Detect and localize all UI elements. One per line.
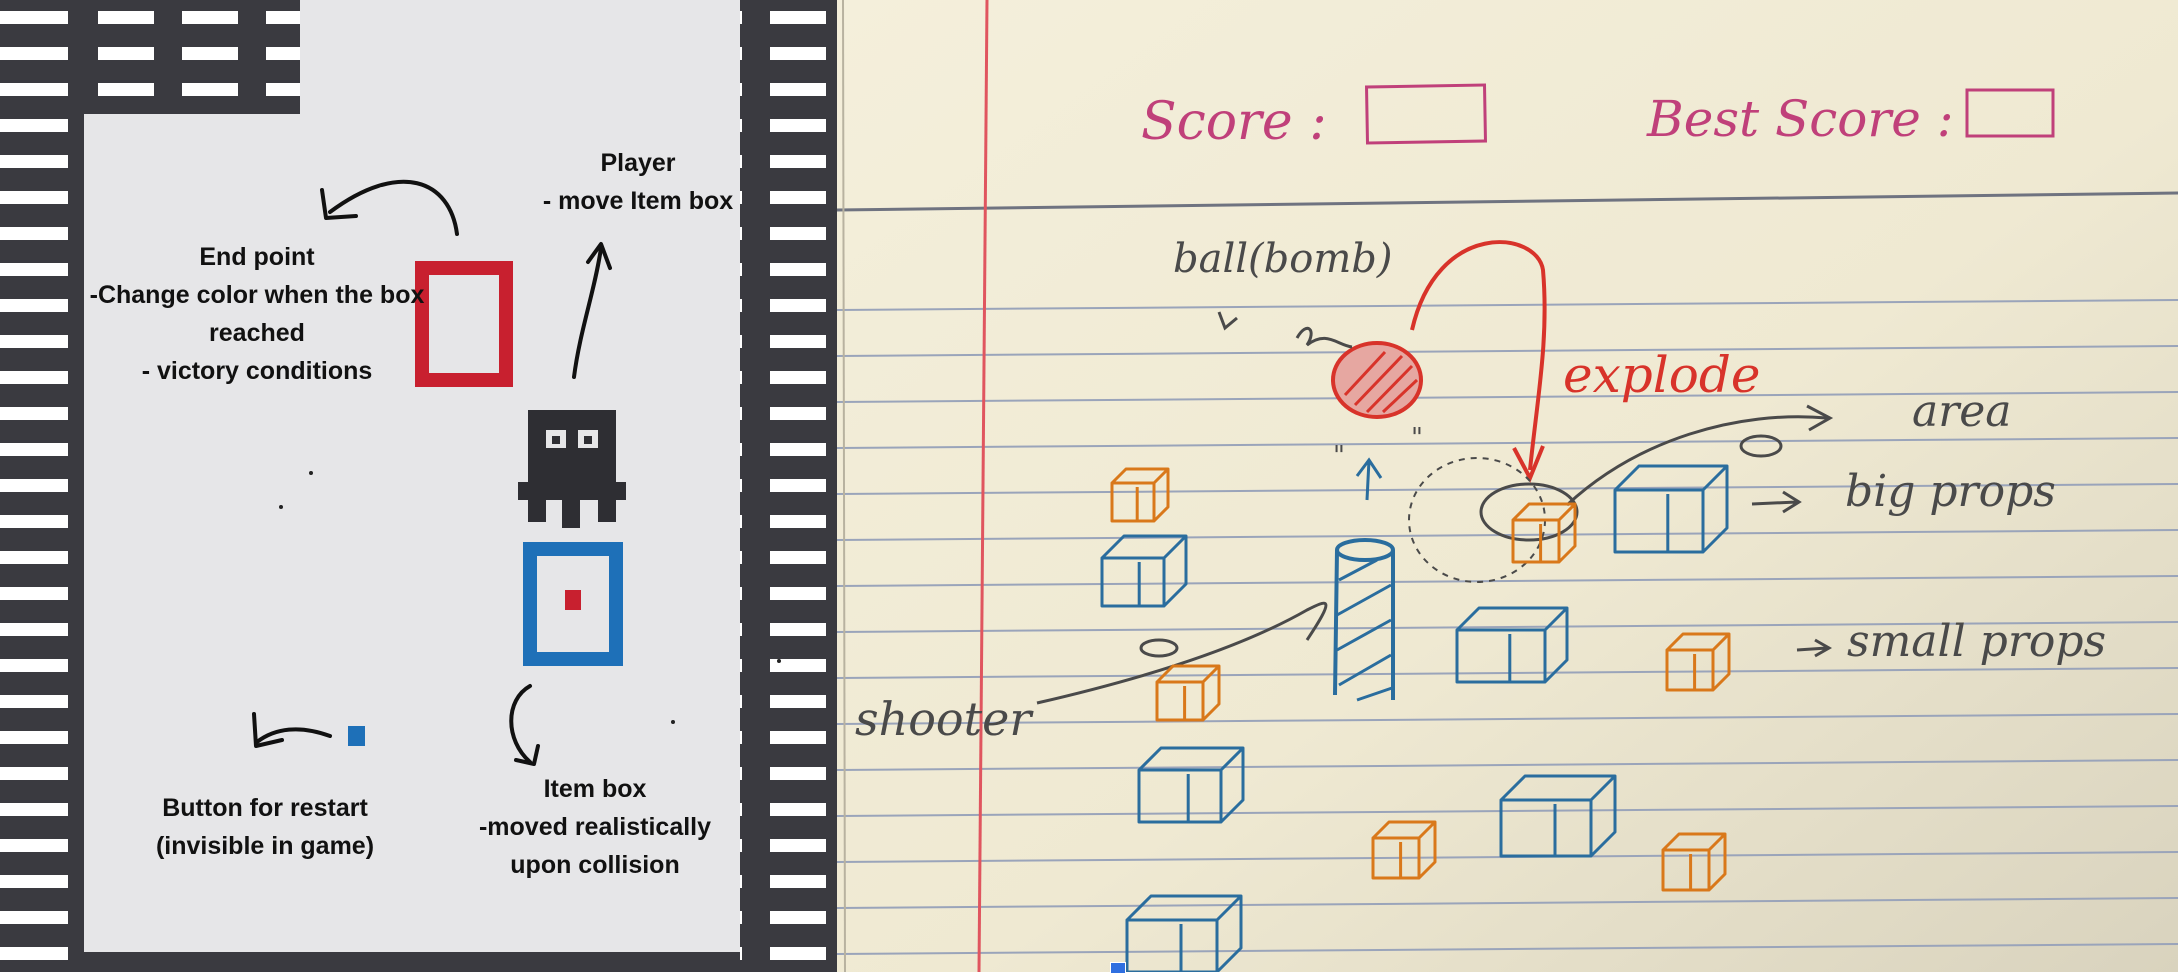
shooter-cylinder — [1333, 538, 1395, 702]
item-box-arrow — [509, 684, 532, 764]
big-prop — [1499, 774, 1617, 858]
concept-sketch-panel: " " Score : Best Score : ball(bomb) expl… — [837, 0, 2178, 972]
restart-arrow — [255, 727, 332, 744]
ball-pointer — [1295, 326, 1353, 349]
big-prop — [1613, 464, 1729, 554]
end-point-title: End point — [199, 243, 315, 271]
floor-upper — [300, 0, 740, 114]
end-point-line-1: -Change color when the box — [89, 281, 425, 309]
ball-label: ball(bomb) — [1173, 236, 1393, 282]
big-prop — [1125, 894, 1243, 972]
sketch-props — [1100, 464, 1731, 972]
big-prop — [1137, 746, 1245, 824]
item-box-line-2: upon collision — [510, 851, 680, 879]
end-point-arrowhead — [320, 188, 358, 220]
small-prop — [1110, 467, 1170, 523]
player-title: Player — [600, 149, 676, 177]
left-wall — [0, 0, 84, 972]
big-props-label: big props — [1845, 466, 2056, 517]
small-prop — [1661, 832, 1727, 892]
end-point-annotation: End point -Change color when the box rea… — [84, 238, 430, 390]
small-prop — [1511, 502, 1577, 564]
item-box-line-1: -moved realistically — [478, 813, 712, 841]
item-box-title: Item box — [543, 775, 647, 803]
level-mockup-panel: End point -Change color when the box rea… — [0, 0, 837, 972]
item-box-annotation: Item box -moved realistically upon colli… — [455, 770, 735, 884]
svg-text:": " — [1333, 441, 1345, 471]
big-prop — [1100, 534, 1188, 608]
restart-arrowhead — [252, 712, 284, 748]
small-prop — [1665, 632, 1731, 692]
player-annotation: Player - move Item box — [528, 144, 748, 220]
item-box-core — [565, 590, 581, 610]
best-score-box — [1965, 88, 2055, 138]
restart-button-line-1: (invisible in game) — [155, 832, 375, 860]
svg-text:": " — [1411, 423, 1423, 453]
small-prop — [1371, 820, 1437, 880]
area-label: area — [1912, 386, 2012, 437]
score-box — [1364, 83, 1488, 145]
shooter-pointer — [1036, 601, 1328, 705]
right-wall — [740, 0, 837, 972]
restart-button — [348, 726, 365, 746]
player-sprite — [518, 410, 626, 528]
best-score-label: Best Score : — [1647, 90, 1954, 148]
area-arrow — [1565, 415, 1828, 507]
bottom-wall — [84, 952, 740, 972]
top-left-wall-block — [84, 0, 300, 114]
notebook-page: " " — [837, 0, 2178, 972]
shooter-label: shooter — [855, 692, 1032, 746]
end-point-curved-arrow — [328, 179, 459, 236]
big-prop — [1455, 606, 1569, 684]
shooter-up-arrow — [1355, 457, 1383, 501]
explode-arrow — [1410, 240, 1547, 471]
margin-line — [977, 0, 989, 972]
score-label: Score : — [1141, 92, 1327, 152]
floor — [84, 114, 740, 952]
end-point-line-3: - victory conditions — [141, 357, 373, 385]
small-props-label: small props — [1847, 616, 2107, 667]
end-point-goal — [415, 261, 513, 387]
item-box — [523, 542, 623, 666]
restart-button-annotation: Button for restart (invisible in game) — [140, 789, 390, 865]
player-line-1: - move Item box — [542, 187, 734, 215]
restart-button-title: Button for restart — [162, 794, 368, 822]
item-box-arrowhead — [514, 744, 540, 766]
level-mockup-canvas — [0, 0, 837, 972]
player-arrow — [572, 246, 603, 379]
ruled-lines — [837, 191, 2178, 955]
selection-marker[interactable] — [1110, 962, 1126, 974]
end-point-line-2: reached — [209, 319, 305, 347]
explode-label: explode — [1563, 346, 1761, 404]
small-prop — [1155, 664, 1221, 722]
player-arrowhead — [586, 242, 612, 270]
ball-bomb — [1331, 341, 1423, 419]
